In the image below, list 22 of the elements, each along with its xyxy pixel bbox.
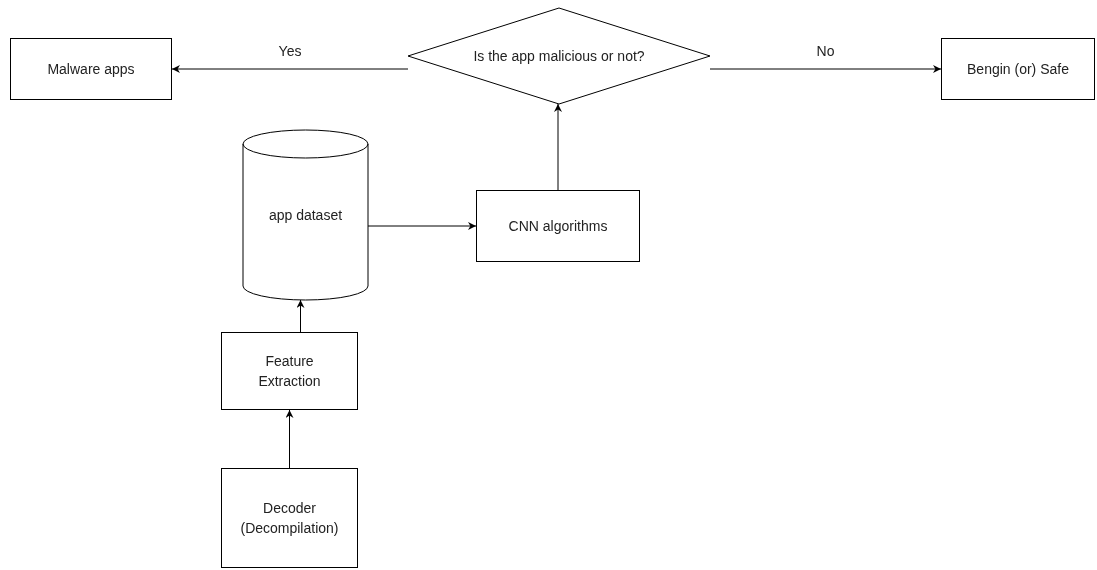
node-label: Is the app malicious or not?: [473, 46, 645, 66]
edge-label: Yes: [278, 43, 302, 59]
node-label: CNN algorithms: [508, 216, 608, 236]
arrow: [367, 222, 477, 230]
node-label: Feature Extraction: [257, 351, 322, 391]
arrow: [709, 65, 942, 73]
process-box: [10, 38, 172, 100]
arrow: [285, 409, 294, 469]
node-label: app dataset: [268, 205, 343, 225]
node-label: Malware apps: [47, 59, 135, 79]
process-box: [476, 190, 640, 262]
edge-label: No: [816, 43, 835, 59]
node-label: Bengin (or) Safe: [967, 59, 1069, 79]
process-box: [221, 332, 358, 410]
arrow: [296, 299, 305, 333]
process-box: [221, 468, 358, 568]
database-cylinder: [243, 130, 368, 300]
node-label: Decoder (Decompilation): [239, 498, 340, 538]
decision-diamond: [408, 8, 710, 104]
arrow: [554, 103, 562, 191]
output-box: [941, 38, 1095, 100]
arrow: [171, 65, 409, 73]
